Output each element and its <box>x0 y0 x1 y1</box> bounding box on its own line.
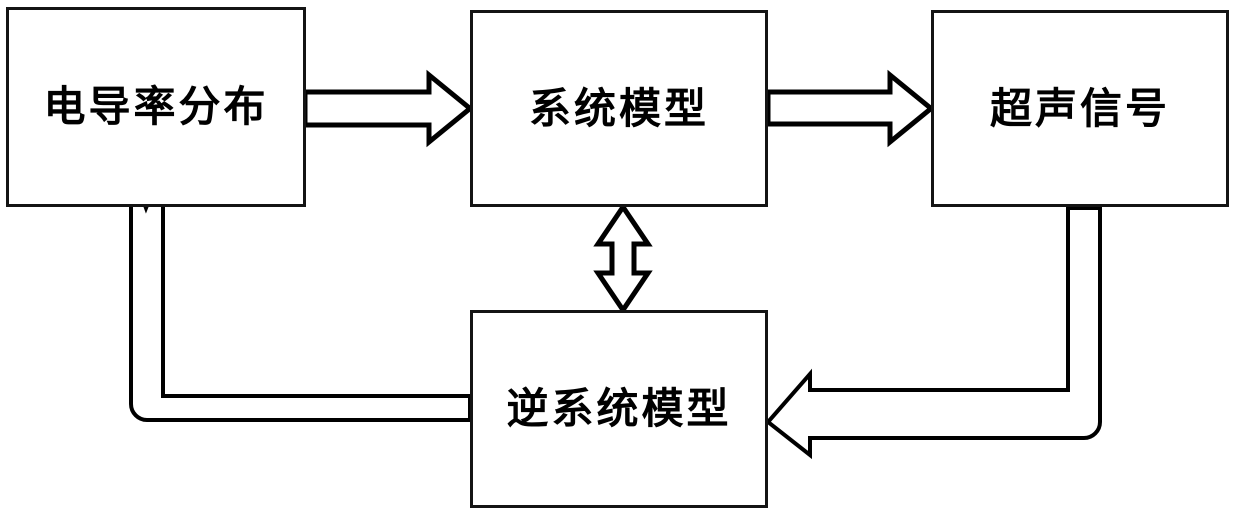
arrow-ultrasound-to-inverse <box>765 206 1102 460</box>
arrow-conductivity-to-system <box>302 69 474 148</box>
arrow-system-to-ultrasound <box>765 69 935 148</box>
node-system-model[interactable]: 系统模型 <box>470 10 768 207</box>
node-label-ultrasound-signal: 超声信号 <box>989 83 1170 133</box>
arrow-system-inverse-bidirectional <box>593 202 653 315</box>
node-ultrasound-signal[interactable]: 超声信号 <box>931 10 1229 207</box>
node-label-system-model: 系统模型 <box>528 83 709 133</box>
node-conductivity-distribution[interactable]: 电导率分布 <box>6 7 306 207</box>
node-label-conductivity-distribution: 电导率分布 <box>43 82 269 131</box>
node-label-inverse-system-model: 逆系统模型 <box>506 384 732 433</box>
node-inverse-system-model[interactable]: 逆系统模型 <box>470 310 768 508</box>
